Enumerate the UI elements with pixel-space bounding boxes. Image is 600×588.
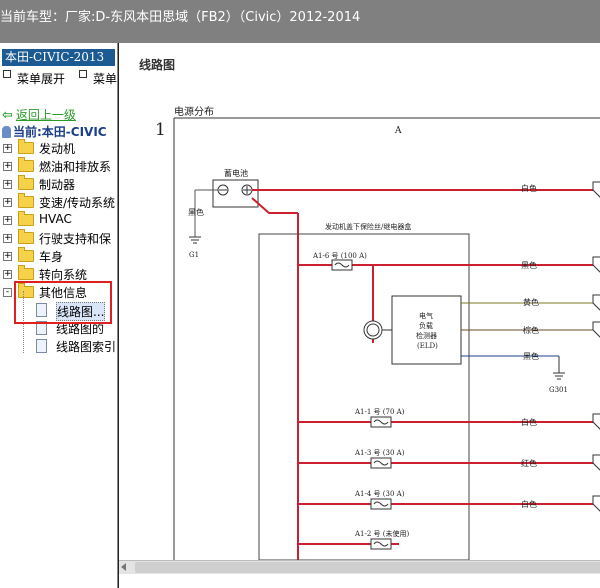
fuse-box-outline [258,233,470,560]
folder-icon [18,265,34,280]
collapse-icon[interactable]: - [3,288,12,297]
ground-g1-label: G1 [189,251,199,259]
folder-icon [18,229,34,244]
doc-item-label: 线路图... [56,302,106,321]
eld-box [391,295,462,365]
wire-top-color: 白色 [521,183,537,193]
page-title: 线路图 [139,58,176,72]
open-folder-icon [18,283,34,298]
expand-icon[interactable]: + [3,143,12,153]
document-icon [36,303,47,317]
menu-icon [3,70,11,78]
back-link-row[interactable]: ⇦返回上一级 [2,106,76,123]
wiring-diagram: 电源分布 1 A 蓄电池 黑色 G1 白色 发动机盖下保险丝/继电器盒 A1-6… [155,105,600,560]
highlight-box [14,281,112,324]
wire-battery-to-fusebox [251,197,298,214]
connector-arrow-icon [592,294,600,311]
tree-item-label: 发动机 [39,142,76,156]
fuse-a1-6-wire-color: 黑色 [521,260,537,270]
expand-icon[interactable]: + [3,161,12,171]
expand-icon[interactable]: + [3,251,12,261]
doc-item-label: 线路图索引 [56,340,117,354]
connector-arrow-icon [592,495,600,512]
fuse-a1-1-wire-color: 白色 [521,417,537,427]
menu-icon [79,70,87,78]
current-node: 当前:本田-CIVIC [2,123,107,140]
folder-icon [18,247,34,262]
tree-item-label: 其他信息 [39,286,88,300]
eld-label-1: 电气 [419,311,433,320]
fuse-a1-3-wire-color: 红色 [521,458,537,468]
eld-label-4: (ELD) [417,342,438,350]
menu-row: 菜单展开 菜单 [0,69,117,87]
content-pane: 线路图 电源分布 1 A 蓄电池 黑色 G1 白色 发动机盖下保险丝/继电器盒 … [118,43,600,588]
ground-g301-label: G301 [549,386,568,394]
back-link[interactable]: 返回上一级 [15,108,76,122]
expand-icon[interactable]: + [3,215,12,225]
connector-arrow-icon [592,181,600,198]
horizontal-scrollbar[interactable] [119,560,600,574]
fuse-a1-2-label: A1-2 号 (未使用) [354,529,410,538]
connector-arrow-icon [592,413,600,430]
back-arrow-icon: ⇦ [2,108,13,123]
sidebar: 本田-CIVIC-2013 菜单展开 菜单 ⇦返回上一级 当前:本田-CIVIC… [0,43,118,588]
tree-item-label: 燃油和排放系 [39,160,112,174]
expand-icon[interactable]: + [3,179,12,189]
tree-item-label: 行驶支持和保 [39,232,112,246]
tree-item-label: 车身 [39,250,64,264]
connector-arrow-icon [592,454,600,471]
column-label: A [394,126,402,136]
folder-icon [18,211,34,226]
diagram-section-title: 电源分布 [174,105,214,118]
vehicle-model: 厂家:D-东风本田思域（FB2）（Civic）2012-2014 [65,10,361,25]
expand-icon[interactable]: + [3,197,12,207]
user-icon [2,126,11,138]
expand-icon[interactable]: + [3,269,12,279]
vehicle-info: 当前车型：厂家:D-东风本田思域（FB2）（Civic）2012-2014 [0,6,360,25]
scrollbar-thumb[interactable] [135,562,600,573]
folder-icon [18,157,34,172]
menu-collapse-button[interactable]: 菜单 [93,72,118,86]
doc-item-label: 线路图的 [56,322,105,336]
eld-wire-yellow-label: 黄色 [523,297,539,307]
eld-label-2: 负载 [419,321,433,330]
expand-icon[interactable]: + [3,233,12,243]
folder-icon [18,193,34,208]
tree-item-label: 制动器 [39,178,76,192]
tree-item-label: 转向系统 [39,268,88,282]
connector-arrow-icon [592,321,600,338]
eld-label-3: 检测器 [416,331,437,340]
tree-item-label: 变速/传动系统 [39,196,116,210]
title-bar: 当前车型：厂家:D-东风本田思域（FB2）（Civic）2012-2014 [0,0,600,43]
fuse-a1-4-label: A1-4 号 (30 A) [354,490,405,498]
folder-icon [18,175,34,190]
battery-label: 蓄电池 [224,168,248,178]
fuse-a1-1-label: A1-1 号 (70 A) [354,408,405,416]
document-icon [36,339,47,353]
menu-expand-button[interactable]: 菜单展开 [17,72,66,86]
fuse-a1-6-label: A1-6 号 (100 A) [312,252,367,260]
fuse-box-title: 发动机盖下保险丝/继电器盒 [325,222,411,231]
connector-arrow-icon [592,256,600,273]
eld-wire-brown-label: 棕色 [523,325,539,335]
vehicle-label: 当前车型： [0,10,66,25]
folder-icon [18,139,34,154]
scroll-left-icon[interactable] [121,563,126,571]
fuse-a1-3-label: A1-3 号 (30 A) [354,449,405,457]
current-label: 当前:本田-CIVIC [13,125,107,139]
sidebar-header: 本田-CIVIC-2013 [2,49,115,66]
diagram-page-number: 1 [155,120,166,140]
fuse-a1-4-wire-color: 白色 [521,499,537,509]
ground-wire-color: 黑色 [188,207,204,217]
eld-wire-black-label: 黑色 [523,351,539,361]
tree-item-label: HVAC [39,212,72,226]
document-icon [36,321,47,335]
